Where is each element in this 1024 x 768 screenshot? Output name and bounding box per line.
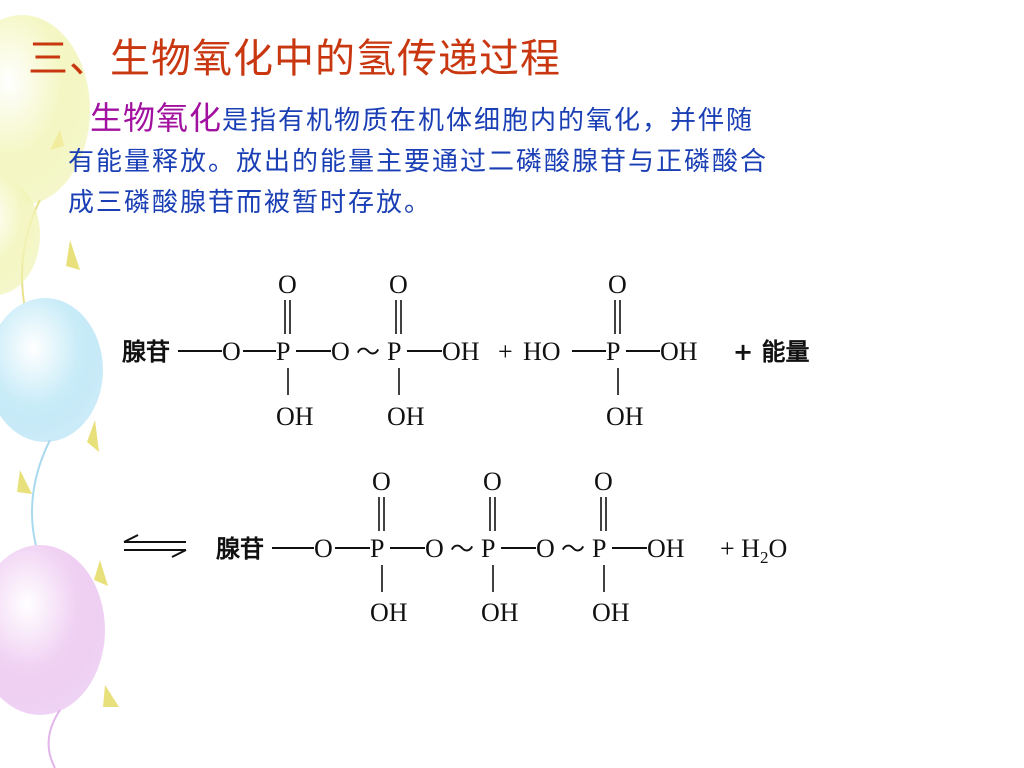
phosphorus-atom: P [592, 534, 606, 563]
paragraph-line-1: 生物氧化是指有机物质在机体细胞内的氧化，并伴随 [68, 98, 928, 142]
hydroxyl-group: HO [523, 337, 561, 366]
products-row: 腺苷 O P O OH O ～ P O OH O ～ P O OH [123, 467, 787, 627]
hydroxyl-group: OH [647, 534, 685, 563]
phosphorus-atom: P [481, 534, 495, 563]
reactants-row: 腺苷 O P O OH O ～ P O OH OH + HO P O [122, 270, 809, 431]
phosphorus-atom: P [606, 337, 620, 366]
paragraph-line-1-text: 是指有机物质在机体细胞内的氧化，并伴随 [222, 106, 755, 136]
high-energy-bond: ～ [561, 537, 585, 563]
hydroxyl-group: OH [606, 402, 644, 431]
adenosine-label: 腺苷 [216, 535, 264, 563]
blue-balloon [0, 298, 103, 442]
adenosine-label: 腺苷 [122, 338, 170, 366]
key-term: 生物氧化 [90, 99, 223, 137]
high-energy-bond: ～ [450, 537, 474, 563]
oxygen-atom: O [536, 534, 555, 563]
yellow-balloon [0, 175, 40, 295]
slide-title: 三、生物氧化中的氢传递过程 [28, 36, 561, 82]
hydroxyl-group: OH [592, 598, 630, 627]
purple-balloon [0, 545, 105, 715]
yellow-balloon [0, 15, 90, 205]
hydroxyl-group: OH [387, 402, 425, 431]
hydroxyl-group: OH [660, 337, 698, 366]
oxygen-atom: O [314, 534, 333, 563]
equilibrium-arrow [123, 534, 187, 558]
paragraph-line-3: 成三磷酸腺苷而被暂时存放。 [68, 188, 433, 218]
paragraph-line-2: 有能量释放。放出的能量主要通过二磷酸腺苷与正磷酸合 [68, 147, 769, 177]
hydroxyl-group: OH [442, 337, 480, 366]
phosphorus-atom: P [370, 534, 384, 563]
oxygen-atom: O [608, 270, 627, 299]
high-energy-bond: ～ [356, 340, 380, 366]
oxygen-atom: O [331, 337, 350, 366]
phosphorus-atom: P [387, 337, 401, 366]
oxygen-atom: O [483, 467, 502, 496]
phosphorus-atom: P [276, 337, 290, 366]
energy-term: + 能量 [733, 338, 809, 366]
oxygen-atom: O [372, 467, 391, 496]
oxygen-atom: O [594, 467, 613, 496]
water-term: + H2O [720, 534, 787, 567]
hydroxyl-group: OH [276, 402, 314, 431]
oxygen-atom: O [389, 270, 408, 299]
hydroxyl-group: OH [481, 598, 519, 627]
oxygen-atom: O [222, 337, 241, 366]
definition-paragraph: 生物氧化是指有机物质在机体细胞内的氧化，并伴随 有能量释放。放出的能量主要通过二… [68, 98, 928, 224]
hydroxyl-group: OH [370, 598, 408, 627]
oxygen-atom: O [278, 270, 297, 299]
plus-sign: + [498, 337, 513, 366]
oxygen-atom: O [425, 534, 444, 563]
